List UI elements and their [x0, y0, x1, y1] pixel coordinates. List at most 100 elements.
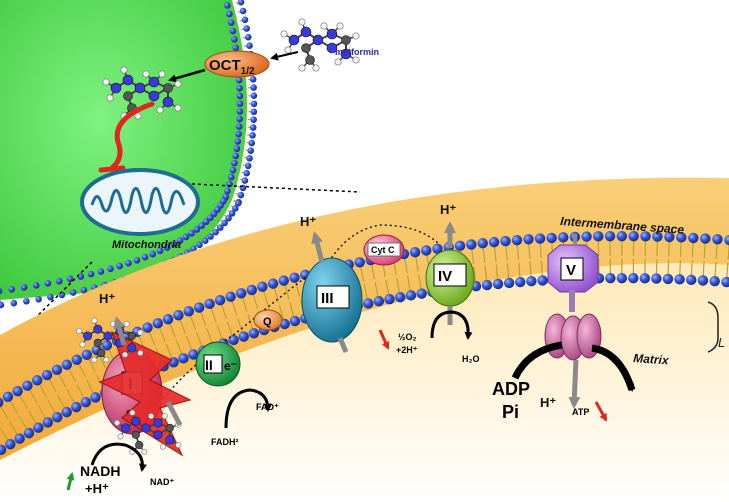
cell-membrane-lipid-head — [225, 214, 232, 222]
cell-membrane-lipid-head — [246, 42, 253, 50]
cell-membrane-lipid-head — [227, 19, 235, 26]
metformin-atom — [131, 430, 140, 439]
inner-membrane-lipid-head — [2, 391, 14, 402]
inner-membrane-lipid-head — [712, 234, 723, 245]
cell-membrane-lipid-head — [193, 226, 201, 233]
oxygen-hplus-label: +2H⁺ — [396, 345, 418, 355]
metformin-hydrogen-atom — [76, 327, 83, 334]
cell-membrane-lipid-head — [182, 233, 190, 241]
inner-membrane-lipid-head — [267, 278, 279, 289]
inner-membrane-lipid-tail — [0, 404, 9, 420]
cell-membrane-lipid-head — [206, 214, 214, 222]
cell-membrane-lipid-head — [80, 286, 88, 294]
metformin-atom — [163, 83, 173, 93]
inner-membrane-lipid-head — [162, 314, 174, 325]
adp-label: ADP — [492, 379, 530, 399]
cell-membrane — [0, 0, 258, 309]
metformin-atom — [135, 440, 144, 450]
cell-membrane-lipid-head — [234, 138, 242, 145]
metformin-hydrogen-atom — [352, 32, 360, 40]
inner-membrane-lipid-head — [488, 236, 500, 248]
metformin-atom — [93, 324, 103, 334]
metformin-hydrogen-atom — [103, 356, 110, 363]
metformin-atom — [103, 331, 113, 341]
metformin-atom — [165, 435, 175, 445]
inner-membrane-lipid-head — [432, 243, 443, 254]
cell-membrane-lipid-head — [235, 123, 243, 130]
metformin-hydrogen-atom — [79, 341, 86, 348]
inner-membrane-lipid-head — [616, 230, 628, 242]
metformin-hydrogen-atom — [148, 413, 155, 420]
metformin-atom — [153, 418, 163, 428]
inner-membrane-lipid-head — [90, 392, 101, 403]
matrix-region — [0, 263, 729, 502]
inner-membrane-lipid-head — [721, 276, 729, 288]
metformin-hydrogen-atom — [174, 80, 182, 88]
cell-membrane-lipid-head — [107, 265, 114, 273]
inner-membrane-lipid-head — [628, 230, 639, 242]
cell-membrane-lipid-head — [236, 100, 244, 108]
inner-membrane-lipid-head — [409, 246, 421, 258]
inner-membrane-lipid-head — [674, 274, 685, 285]
inner-membrane-lipid-head — [152, 318, 163, 329]
metformin-atom — [97, 348, 106, 358]
metformin-hydrogen-atom — [159, 443, 167, 450]
atp-label: ATP — [572, 407, 589, 417]
cytochrome-c: Cyt C — [363, 234, 405, 266]
cell-membrane-lipid-head — [249, 124, 257, 131]
inner-membrane-lipid-head — [664, 231, 675, 243]
inner-membrane-lipid-head — [0, 444, 7, 456]
metformin-hydrogen-atom — [312, 64, 320, 72]
inner-membrane-lipid-head — [639, 273, 651, 284]
metformin-molecule-complex-i-b — [114, 409, 182, 455]
inner-membrane-lipid-head — [5, 438, 16, 450]
inner-membrane-lipid-head — [80, 397, 92, 408]
inner-membrane-lipid-head — [492, 278, 504, 290]
oct-transporter: OCT1/2 — [204, 50, 270, 78]
metformin-atom — [340, 48, 352, 60]
inner-membrane-lipid-head — [42, 417, 54, 428]
inner-membrane-lipid-head — [0, 397, 4, 408]
metformin-atom — [127, 343, 137, 353]
inner-membrane-lipid-head — [395, 292, 406, 303]
inner-membrane-lipid-head — [235, 288, 247, 299]
cell-membrane-lipid-head — [156, 247, 164, 255]
complex-iii-stem — [337, 337, 349, 353]
metformin-hydrogen-atom — [336, 22, 344, 30]
atp-decrease-arrow — [594, 401, 608, 422]
inner-membrane-lipid-head — [546, 232, 557, 244]
cell-membrane-lipid-head — [239, 184, 247, 192]
inner-membrane-lipid-head — [454, 240, 466, 252]
cell-membrane-lipid-head — [221, 219, 228, 227]
cell-membrane-lipid-head — [35, 295, 42, 303]
hplus-label-complex-iii: H⁺ — [300, 214, 316, 229]
cell-membrane-lipid-head — [176, 237, 184, 244]
hplus-label-complex-iv: H⁺ — [440, 202, 456, 217]
oxygen-label: ½O₂ — [398, 332, 417, 342]
inner-membrane-lipid-head — [363, 298, 374, 309]
metformin-hydrogen-atom — [175, 441, 182, 449]
inner-membrane-lipid-head — [709, 276, 720, 287]
cell-membrane-lipid-head — [44, 280, 52, 287]
oct-import-arrow — [168, 68, 206, 83]
metformin-hydrogen-atom — [320, 22, 328, 30]
metformin-atom — [141, 423, 151, 433]
inner-membrane-lipid-head — [354, 257, 365, 268]
nad-label: NAD⁺ — [150, 477, 174, 487]
inner-membrane-lipid-head — [12, 386, 23, 397]
inner-membrane-lipid-head — [604, 230, 616, 242]
inner-membrane-lipid-head — [214, 295, 226, 306]
inhibition-symbol — [98, 101, 155, 173]
inner-membrane-lipid-head — [558, 232, 569, 243]
cell-membrane-lipid-head — [97, 268, 105, 275]
complex-ii-label: II — [205, 357, 213, 373]
nadh-hplus-label: +H⁺ — [85, 481, 109, 496]
complex-ii-label-box — [203, 354, 223, 374]
metformin-hydrogen-atom — [117, 433, 124, 440]
metformin-hydrogen-atom — [110, 321, 117, 328]
cell-membrane-lipid-head — [244, 33, 252, 41]
cell-membrane-lipid-head — [32, 282, 40, 289]
cell-membrane-lipid-head — [243, 25, 250, 32]
zoom-line-right — [191, 183, 361, 193]
